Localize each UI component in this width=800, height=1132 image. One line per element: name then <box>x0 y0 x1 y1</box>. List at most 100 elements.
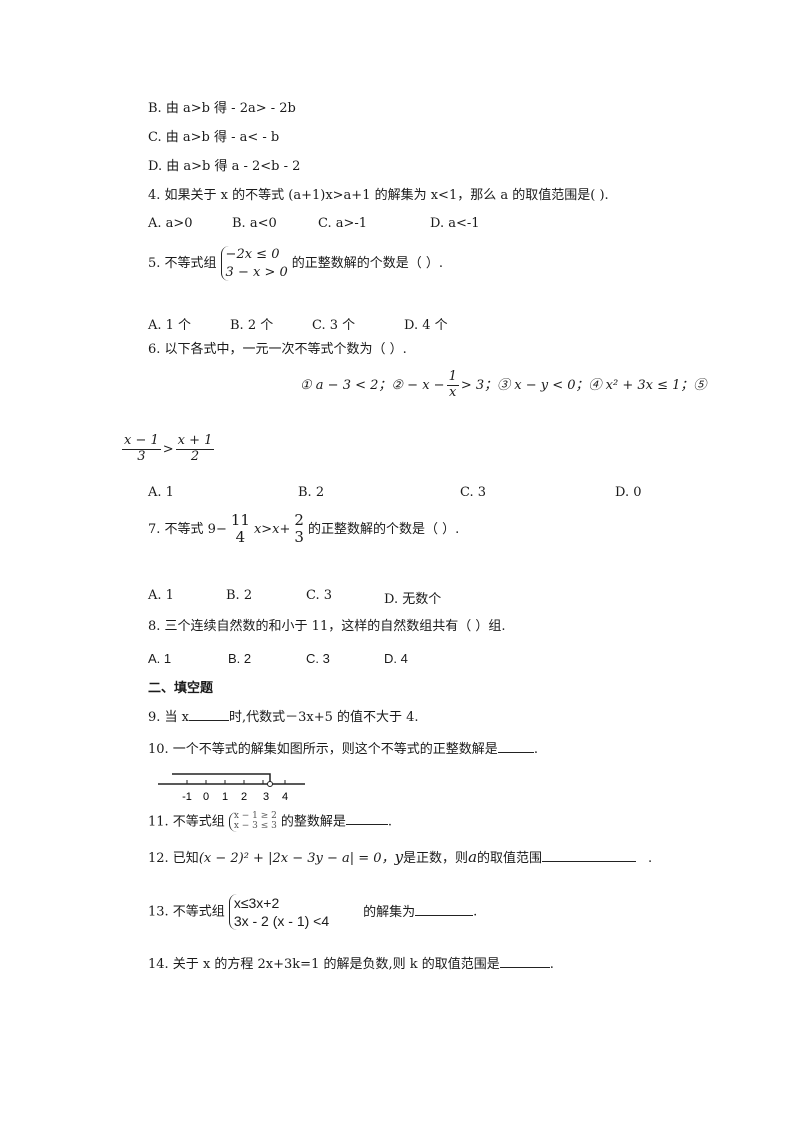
q7-prefix: 7. 不等式 9− <box>148 521 227 537</box>
q8-option-d: D. 4 <box>384 651 408 666</box>
q9-stem: 9. 当 x 时,代数式－3x+5 的值不大于 4. <box>148 710 419 726</box>
q6-expr5-num1: x − 1 <box>122 433 161 450</box>
q6-option-a: A. 1 <box>148 485 174 500</box>
q5-system: −2x ≤ 0 3 − x > 0 <box>220 246 288 282</box>
q10-answer-blank[interactable] <box>497 752 534 753</box>
q4-stem: 4. 如果关于 x 的不等式 (a+1)x>a+1 的解集为 x<1，那么 a … <box>148 188 609 203</box>
tick-label: 3 <box>263 791 269 803</box>
q7-frac1-den: 4 <box>235 528 246 547</box>
q12-answer-blank[interactable] <box>542 861 637 862</box>
q10-number-line: -1 0 1 2 3 4 <box>158 773 305 803</box>
q5-option-b: B. 2 个 <box>230 318 274 333</box>
section-title-fill-in: 二、填空题 <box>148 681 214 696</box>
q12-stem: 12. 已知(x − 2)² + |2x − 3y − a| = 0，y是正数，… <box>148 848 652 867</box>
solution-set-bracket <box>172 773 271 784</box>
tick-label: 1 <box>222 791 228 803</box>
q12-before: 12. 已知 <box>148 851 199 866</box>
q3-option-d: D. 由 a>b 得 a - 2<b - 2 <box>148 159 301 174</box>
q7-frac2-den: 3 <box>294 528 304 547</box>
q7-option-b: B. 2 <box>226 588 253 603</box>
q12-after: 的取值范围 <box>477 851 543 866</box>
q10-stem: 10. 一个不等式的解集如图所示，则这个不等式的正整数解是. <box>148 742 538 758</box>
q11-before: 11. 不等式组 <box>148 814 225 830</box>
q7-mid: x>x+ <box>253 521 291 537</box>
q13-before: 13. 不等式组 <box>148 904 225 920</box>
q7-frac2-num: 2 <box>294 511 304 529</box>
tick-label: 4 <box>282 791 288 803</box>
q5-eq2: 3 − x > 0 <box>225 264 288 280</box>
q6-expr5-den1: 3 <box>137 448 146 464</box>
q5-prefix: 5. 不等式组 <box>148 256 217 272</box>
q8-option-a: A. 1 <box>148 651 172 666</box>
q10-after: . <box>533 742 538 757</box>
q4-option-c: C. a>-1 <box>318 216 368 231</box>
q6-frac-den: x <box>449 384 457 400</box>
q11-eq1: x − 1 ≥ 2 <box>233 811 277 821</box>
q12-mid: 是正数，则 <box>403 851 469 866</box>
q7-option-a: A. 1 <box>148 588 174 603</box>
q5-option-c: C. 3 个 <box>312 318 356 333</box>
q13-stem: 13. 不等式组 x≤3x+2 3x - 2 (x - 1) <4 的解集为. <box>148 894 478 931</box>
q12-end: . <box>648 851 653 866</box>
q14-stem: 14. 关于 x 的方程 2x+3k=1 的解是负数,则 k 的取值范围是. <box>148 957 554 973</box>
q14-before: 14. 关于 x 的方程 2x+3k=1 的解是负数,则 k 的取值范围是 <box>148 957 500 972</box>
q4-option-d: D. a<-1 <box>430 216 480 231</box>
q11-eq2: x − 3 ≤ 3 <box>233 820 277 831</box>
q12-var-y: y <box>394 848 404 866</box>
q8-option-c: C. 3 <box>306 651 330 666</box>
q13-after: 的解集为 <box>363 904 416 920</box>
q11-end: . <box>387 814 393 830</box>
q11-after: 的整数解是 <box>280 814 346 830</box>
q12-var-a: a <box>468 848 478 866</box>
q14-end: . <box>549 957 554 972</box>
q7-frac1-num: 11 <box>230 511 250 529</box>
q13-answer-blank[interactable] <box>415 914 474 916</box>
q5-stem: 5. 不等式组 −2x ≤ 0 3 − x > 0的正整数解的个数是（ ）. <box>148 246 444 282</box>
q11-answer-blank[interactable] <box>345 824 388 826</box>
q8-stem: 8. 三个连续自然数的和小于 11，这样的自然数组共有（ ）组. <box>148 619 506 634</box>
tick-label: 2 <box>241 791 247 803</box>
q7-suffix: 的正整数解的个数是（ ）. <box>307 521 460 537</box>
q7-option-d: D. 无数个 <box>384 592 442 607</box>
tick-label: 0 <box>203 791 209 803</box>
q9-answer-blank[interactable] <box>189 720 229 721</box>
q6-expr-part2: > 3；③ x − y < 0；④ x² + 3x ≤ 1；⑤ <box>460 377 707 393</box>
q6-option-d: D. 0 <box>615 485 642 500</box>
q3-option-b: B. 由 a>b 得 - 2a> - 2b <box>148 101 296 116</box>
q9-before: 9. 当 x <box>148 710 189 725</box>
q3-option-c: C. 由 a>b 得 - a< - b <box>148 130 280 145</box>
q5-option-d: D. 4 个 <box>404 318 448 333</box>
q10-before: 10. 一个不等式的解集如图所示，则这个不等式的正整数解是 <box>148 742 498 757</box>
q13-eq2: 3x - 2 (x - 1) <4 <box>233 913 330 930</box>
q7-option-c: C. 3 <box>306 588 333 603</box>
q13-system: x≤3x+2 3x - 2 (x - 1) <4 <box>228 894 330 931</box>
open-endpoint <box>267 781 273 787</box>
q9-after: 时,代数式－3x+5 的值不大于 4. <box>229 710 419 725</box>
q6-stem: 6. 以下各式中，一元一次不等式个数为（ ）. <box>148 342 407 357</box>
q14-answer-blank[interactable] <box>499 967 550 968</box>
q5-eq1: −2x ≤ 0 <box>225 247 280 262</box>
q6-expr-part1: ① a − 3 < 2；② − x − <box>300 377 445 393</box>
tick-label: -1 <box>182 791 192 803</box>
q6-option-b: B. 2 <box>298 485 325 500</box>
q13-end: . <box>473 904 478 920</box>
q5-option-a: A. 1 个 <box>148 318 192 333</box>
q5-suffix: 的正整数解的个数是（ ）. <box>291 256 444 272</box>
q4-option-a: A. a>0 <box>148 216 193 231</box>
q12-expression: (x − 2)² + |2x − 3y − a| = 0， <box>198 851 395 866</box>
q8-option-b: B. 2 <box>228 651 252 666</box>
q6-expr5-den2: 2 <box>190 448 200 464</box>
q6-option-c: C. 3 <box>460 485 487 500</box>
q6-frac-num: 1 <box>446 369 459 386</box>
q13-eq1: x≤3x+2 <box>233 895 280 911</box>
q6-expr5-op: > <box>162 441 174 457</box>
